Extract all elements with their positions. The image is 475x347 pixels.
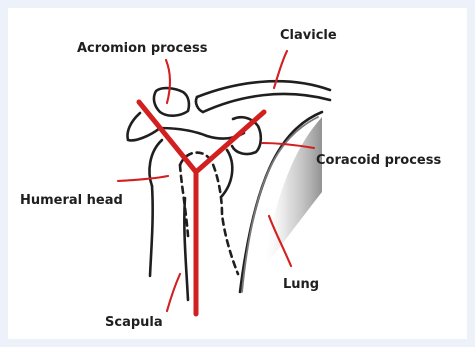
humeral-head-label: Humeral head [20,193,123,208]
scapula-leader-line [167,274,180,311]
clavicle-label: Clavicle [280,28,337,43]
lung-label: Lung [283,277,319,292]
clavicle-inner-outline [203,94,330,112]
lung-shading-icon [262,117,322,270]
scapula-body-dashed-outline [180,153,238,274]
acromion-process-label: Acromion process [77,41,208,56]
humeral-head-leader-line [118,176,168,181]
humerus-shaft-outline [150,186,153,276]
acromion-process-shape [154,88,189,116]
glenoid-fossa-outline [222,150,232,196]
scapula-label: Scapula [105,315,163,330]
acromion-leader-line [166,60,170,103]
coracoid-process-label: Coracoid process [316,153,441,168]
acromion-lateral-outline [128,113,161,140]
clavicle-tip-outline [196,97,203,112]
scapula-upper-border [160,128,244,139]
